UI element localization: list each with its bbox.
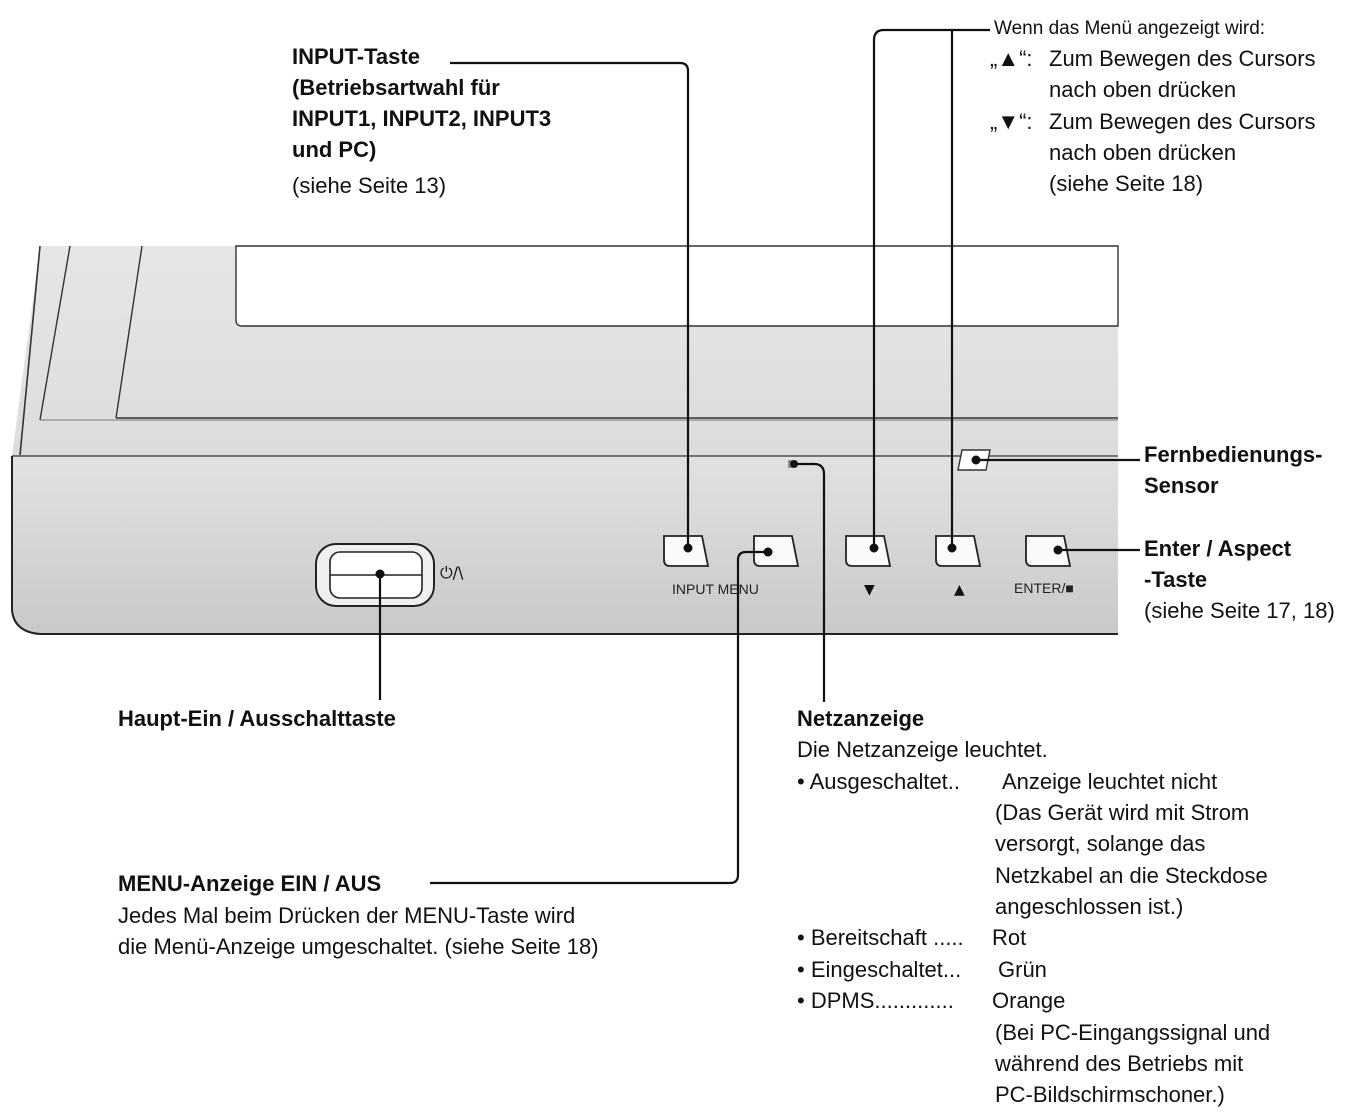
input-callout-title-1: INPUT-Taste	[292, 44, 420, 69]
indicator-item-standby-label: • Bereitschaft .....	[797, 925, 964, 950]
indicator-dpms-note-3: PC-Bildschirmschoner.)	[995, 1082, 1225, 1107]
indicator-off-note-4: angeschlossen ist.)	[995, 894, 1184, 919]
menu-callout-title: MENU-Anzeige EIN / AUS	[118, 871, 382, 896]
cursor-callout-up-line-1: Zum Bewegen des Cursors	[1049, 46, 1316, 71]
sensor-callout-title-2: Sensor	[1144, 473, 1219, 498]
power-callout-title: Haupt-Ein / Ausschalttaste	[118, 706, 396, 731]
cursor-callout-down-key: „▼“:	[990, 109, 1033, 134]
up-arrow-icon: ▲	[954, 582, 965, 598]
up-button[interactable]	[935, 535, 982, 567]
menu-button[interactable]	[753, 535, 800, 567]
indicator-callout-intro: Die Netzanzeige leuchtet.	[797, 737, 1048, 762]
menu-callout-desc-2: die Menü-Anzeige umgeschaltet. (siehe Se…	[118, 934, 599, 959]
menu-callout-desc-1: Jedes Mal beim Drücken der MENU-Taste wi…	[118, 903, 576, 928]
cursor-callout-down-line-1: Zum Bewegen des Cursors	[1049, 109, 1316, 134]
indicator-item-on-label: • Eingeschaltet...	[797, 957, 962, 982]
indicator-item-standby-value: Rot	[992, 925, 1027, 950]
device-edge-line	[115, 245, 143, 419]
indicator-callout-title: Netzanzeige	[797, 706, 925, 731]
device-front-panel	[12, 456, 1118, 634]
indicator-off-note-1: (Das Gerät wird mit Strom	[995, 800, 1250, 825]
indicator-item-dpms-label: • DPMS.............	[797, 988, 954, 1013]
indicator-off-note-3: Netzkabel an die Steckdose	[995, 863, 1268, 888]
cursor-callout-up-line-2: nach oben drücken	[1049, 77, 1237, 102]
indicator-off-note-2: versorgt, solange das	[995, 831, 1206, 856]
device-outline	[11, 456, 1118, 635]
indicator-dpms-note-2: während des Betriebs mit	[995, 1051, 1244, 1076]
input-callout-title-4: und PC)	[292, 137, 377, 162]
device-screen-opening	[235, 245, 1119, 327]
cursor-callout-intro: Wenn das Menü angezeigt wird:	[994, 18, 1266, 39]
cursor-callout-up-key: „▲“:	[990, 46, 1033, 71]
sensor-callout-title-1: Fernbedienungs-	[1144, 442, 1323, 467]
enter-callout-title-2: -Taste	[1144, 567, 1208, 592]
cursor-callout-down-line-2: nach oben drücken	[1049, 140, 1237, 165]
device-edge-line	[39, 245, 71, 421]
device-edge-line	[19, 245, 41, 456]
enter-button[interactable]	[1025, 535, 1072, 567]
leader-lines	[378, 28, 1140, 885]
enter-label: ENTER/■	[1014, 580, 1074, 596]
down-button[interactable]	[845, 535, 892, 567]
power-button[interactable]	[315, 543, 435, 607]
input-callout-ref: (siehe Seite 13)	[292, 173, 447, 198]
enter-callout-title-1: Enter / Aspect	[1144, 536, 1292, 561]
indicator-dpms-note-1: (Bei PC-Eingangssignal und	[995, 1020, 1271, 1045]
input-callout-title-3: INPUT1, INPUT2, INPUT3	[292, 106, 552, 131]
indicator-item-off-label: • Ausgeschaltet..	[797, 769, 961, 794]
input-menu-label: INPUT MENU	[672, 581, 759, 597]
indicator-item-dpms-value: Orange	[992, 988, 1066, 1013]
leader-dots	[375, 455, 1063, 579]
power-symbol: ⏻/\	[440, 563, 464, 582]
down-arrow-icon: ▼	[864, 582, 875, 598]
indicator-item-off-value: Anzeige leuchtet nicht	[1002, 769, 1218, 794]
cursor-callout-ref: (siehe Seite 18)	[1049, 171, 1204, 196]
enter-callout-ref: (siehe Seite 17, 18)	[1144, 598, 1335, 623]
indicator-item-on-value: Grün	[998, 957, 1047, 982]
input-callout-title-2: (Betriebsartwahl für	[292, 75, 500, 100]
